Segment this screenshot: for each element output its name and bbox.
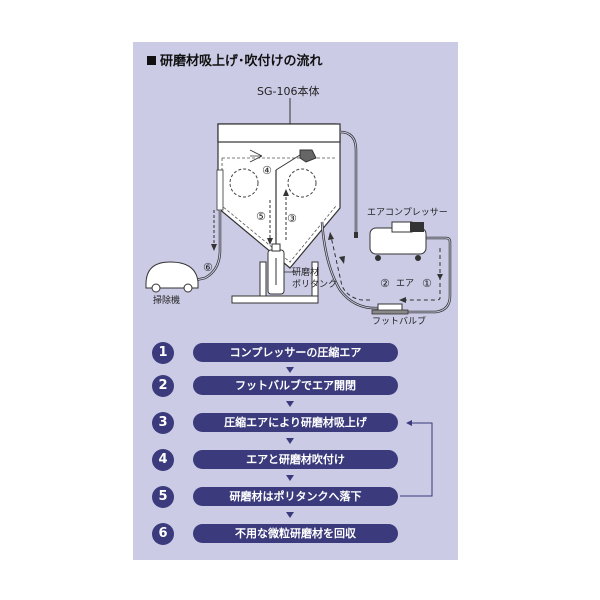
main-unit-label: SG-106本体 xyxy=(257,85,320,98)
step-2-number: 2 xyxy=(152,375,174,397)
step-4-label: エアと研磨材吹付け xyxy=(193,450,398,469)
vacuum-cleaner xyxy=(145,261,199,293)
air-label: エア xyxy=(396,279,415,289)
foot-valve xyxy=(371,303,409,315)
vacuum-label: 掃除機 xyxy=(153,296,181,306)
air-compressor-label: エアコンプレッサー xyxy=(367,208,448,218)
cabinet-stand xyxy=(231,261,319,304)
down-arrow-icon xyxy=(286,401,294,407)
square-bullet-icon xyxy=(147,56,156,65)
polytank-label-line1: 研磨材 xyxy=(292,268,320,278)
step-1-label: コンプレッサーの圧縮エア xyxy=(193,343,398,362)
step-5-number: 5 xyxy=(152,486,174,508)
cycle-arrow xyxy=(400,420,433,497)
down-arrow-icon xyxy=(286,438,294,444)
section-title: 研磨材吸上げ･吹付けの流れ xyxy=(147,50,323,69)
polytank-label-line2: ポリタンク xyxy=(292,280,338,290)
marker-1: ① xyxy=(422,277,432,290)
foot-valve-label: フットバルブ xyxy=(372,317,427,327)
marker-3: ③ xyxy=(287,212,297,225)
down-arrow-icon xyxy=(286,475,294,481)
step-3-label: 圧縮エアにより研磨材吸上げ xyxy=(193,413,398,432)
step-6-number: 6 xyxy=(152,523,174,545)
section-title-text: 研磨材吸上げ･吹付けの流れ xyxy=(160,54,323,69)
step-5-label: 研磨材はポリタンクへ落下 xyxy=(193,487,398,506)
step-4-number: 4 xyxy=(152,449,174,471)
air-hoses xyxy=(320,130,452,314)
abrasive-polytank xyxy=(267,243,296,295)
down-arrow-icon xyxy=(286,512,294,518)
marker-2: ② xyxy=(380,277,390,290)
air-flow-arrows xyxy=(328,231,443,303)
step-1-number: 1 xyxy=(152,342,174,364)
sandblast-cabinet xyxy=(216,123,341,269)
step-3-number: 3 xyxy=(152,412,174,434)
marker-4: ④ xyxy=(262,164,272,177)
step-2-label: フットバルブでエア開閉 xyxy=(193,376,398,395)
vacuum-hose xyxy=(195,210,222,282)
marker-5: ⑤ xyxy=(256,210,266,223)
step-6-label: 不用な微粒研磨材を回収 xyxy=(193,524,398,543)
down-arrow-icon xyxy=(286,367,294,373)
marker-6: ⑥ xyxy=(203,261,213,274)
air-compressor xyxy=(369,221,427,261)
